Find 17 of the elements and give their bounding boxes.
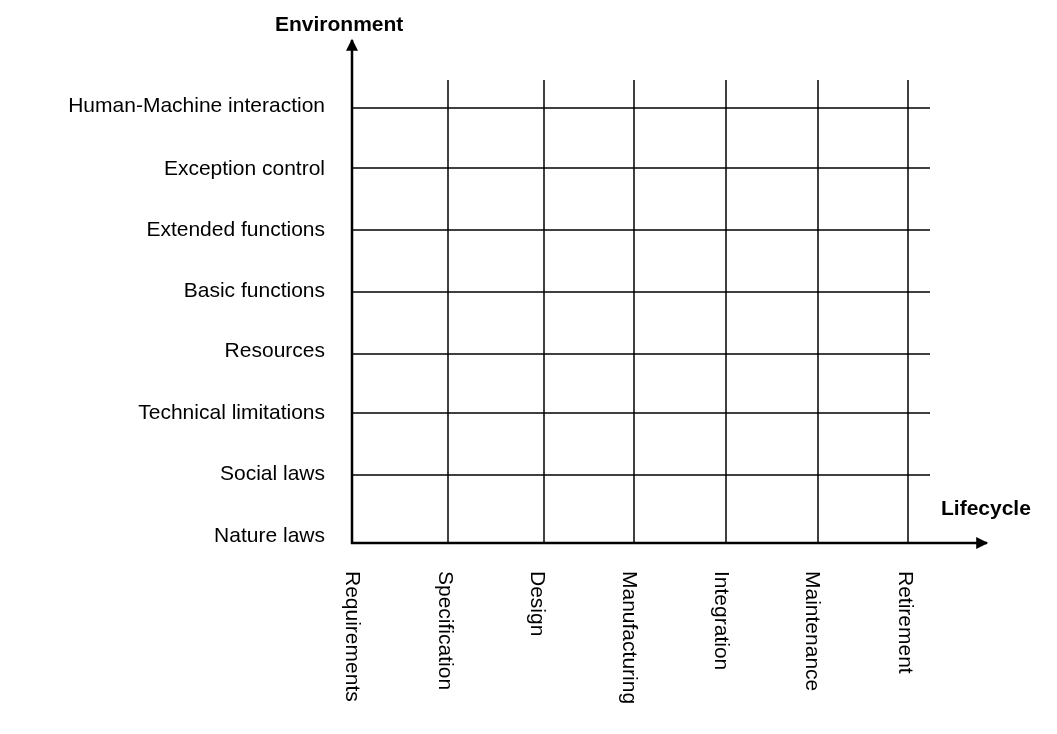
axis-title: Lifecycle bbox=[941, 497, 1031, 518]
column-label: Requirements bbox=[343, 571, 364, 702]
row-label: Exception control bbox=[162, 157, 325, 178]
column-label: Manufacturing bbox=[620, 571, 641, 705]
column-label: Retirement bbox=[896, 571, 917, 674]
axis-title: Environment bbox=[275, 13, 404, 34]
row-label: Nature laws bbox=[213, 524, 325, 545]
row-label: Extended functions bbox=[145, 218, 325, 239]
column-label: Integration bbox=[712, 571, 733, 671]
row-label: Technical limitations bbox=[137, 401, 325, 422]
column-label: Maintenance bbox=[803, 571, 824, 692]
row-label: Human-Machine interaction bbox=[67, 94, 325, 115]
column-label: Specification bbox=[436, 571, 457, 691]
row-label: Resources bbox=[223, 339, 325, 360]
row-label: Social laws bbox=[218, 462, 325, 483]
column-label: Design bbox=[528, 571, 549, 637]
row-label: Basic functions bbox=[182, 279, 325, 300]
